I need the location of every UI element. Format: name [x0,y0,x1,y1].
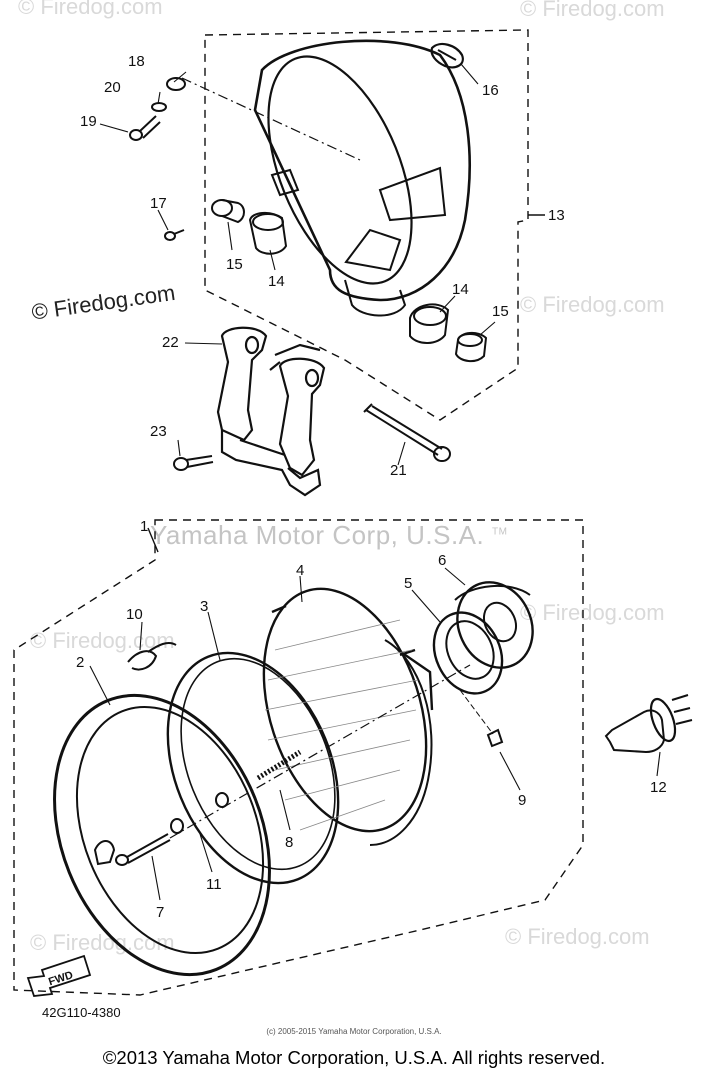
callout-16: 16 [482,82,499,99]
callout-8: 8 [285,834,294,851]
watermark-firedog: © Firedog.com [18,0,163,19]
callout-5: 5 [404,575,413,592]
part-20-lock-washer [151,102,167,112]
part-19-bolt [129,115,161,141]
leader-1 [147,527,159,553]
diagram-code: 42G110-4380 [42,1005,121,1020]
part-14-damper-left [248,212,288,255]
callout-10: 10 [126,606,143,623]
fwd-label: FWD [47,969,75,988]
watermark-firedog: © Firedog.com [505,924,650,949]
callout-14: 14 [268,273,285,290]
callout-13: 13 [548,207,565,224]
callout-18: 18 [128,53,145,70]
callout-20: 20 [104,79,121,96]
lower-group-outline [13,519,584,996]
callout-15: 15 [492,303,509,320]
callout-4: 4 [296,562,305,579]
part-11-nut [215,792,229,808]
part-14-damper-right [409,303,450,344]
part-17-screw [164,229,185,241]
maker-watermark: Yamaha Motor Corp, U.S.A. TM [150,520,507,551]
headlight-housing [253,39,471,317]
trademark-mark: TM [491,526,508,538]
watermark-firedog: © Firedog.com [30,628,175,653]
part-15-collar-left [211,199,245,224]
callout-17: 17 [150,195,167,212]
main-copyright: ©2013 Yamaha Motor Corporation, U.S.A. A… [102,1047,606,1068]
fwd-arrow [26,954,92,997]
callout-11: 11 [206,876,222,893]
part-3-ring [166,651,340,885]
part-22-bracket [216,326,326,497]
small-copyright: (c) 2005-2015 Yamaha Motor Corporation, … [266,1027,442,1036]
callout-leaders [89,63,661,901]
callout-12: 12 [650,779,667,796]
watermark-firedog: © Firedog.com [520,0,665,21]
watermark-firedog: © Firedog.com [520,600,665,625]
callout-7: 7 [156,904,165,921]
part-6-socket-cover [454,581,534,669]
part-16-grommet [430,42,464,69]
assembly-line [181,77,361,161]
part-23-bolt [173,455,214,471]
callout-15: 15 [226,256,243,273]
callout-6: 6 [438,552,447,569]
watermark-firedog: © Firedog.com [520,292,665,317]
callout-1: 1 [140,518,149,535]
part-2-rim [53,693,271,977]
callout-21: 21 [390,462,407,479]
watermark-firedog: © Firedog.com [30,930,175,955]
callout-19: 19 [80,113,97,130]
assembly-line [169,664,471,839]
maker-watermark-text: Yamaha Motor Corp, U.S.A. [150,520,485,550]
callout-3: 3 [200,598,209,615]
part-4-headlight-unit [262,587,434,846]
part-21-bolt [363,403,451,462]
callout-22: 22 [162,334,179,351]
part-8-spring [256,749,302,781]
callout-23: 23 [150,423,167,440]
part-9-clip [459,689,504,748]
part-12-bulb [604,694,693,754]
part-10-cord-clip [127,642,177,671]
part-7-screw [115,833,171,866]
callout-2: 2 [76,654,85,671]
part-11-nut [170,818,184,834]
callout-9: 9 [518,792,527,809]
part-18-washer [166,77,186,91]
part-15-collar-right [454,332,488,362]
callout-14: 14 [452,281,469,298]
